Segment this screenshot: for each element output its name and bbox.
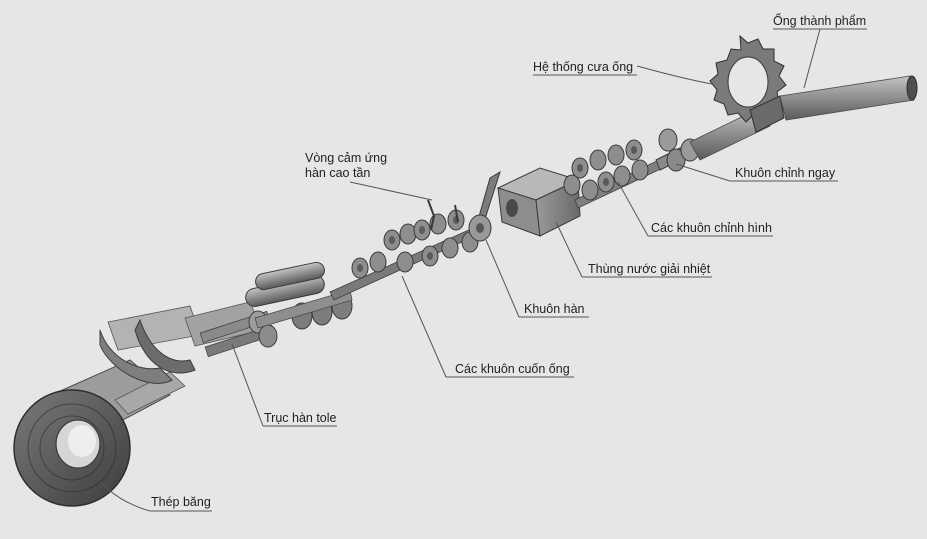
leader-welding-die-pointer (485, 239, 520, 318)
label-steel-strip: Thép băng (151, 495, 211, 509)
label-strip-weld-roller: Trục hàn tole (264, 411, 337, 425)
label-straightening-die: Khuôn chỉnh ngay (735, 166, 836, 180)
leader-steel-strip-pointer (99, 481, 151, 512)
circular-saw (709, 34, 787, 133)
leader-lines (99, 28, 867, 512)
leader-strip-weld-roller-pointer (231, 343, 264, 427)
label-forming-dies: Các khuôn cuốn ống (455, 362, 570, 376)
label-cooling-tank: Thùng nước giải nhiệt (588, 262, 711, 276)
label-welding-die: Khuôn hàn (524, 302, 585, 316)
label-sizing-dies: Các khuôn chỉnh hình (651, 221, 772, 235)
leader-forming-dies-pointer (401, 275, 447, 378)
leader-straightening-die-pointer (675, 163, 731, 182)
leader-saw-system-pointer (636, 65, 713, 85)
leader-sizing-dies-pointer (617, 181, 649, 237)
pipe-run (689, 107, 771, 161)
leader-induction-ring (349, 181, 433, 201)
strip-weld-rollers (199, 310, 278, 358)
label-saw-system: Hệ thống cưa ống (533, 60, 633, 74)
label-induction-ring-line1: Vòng cảm ứng (305, 151, 387, 165)
welding-die (468, 214, 492, 242)
pinch-rollers (245, 261, 353, 330)
leader-cooling-tank-pointer (555, 221, 583, 278)
forming-dies (329, 209, 485, 301)
leader-finished-pipe-pointer (803, 28, 821, 89)
label-induction-ring-line2: hàn cao tần (305, 166, 370, 180)
label-finished-pipe: Ống thành phẩm (773, 13, 866, 28)
steel-coil (13, 359, 171, 507)
sizing-dies (563, 139, 685, 209)
finished-pipe (779, 75, 918, 121)
